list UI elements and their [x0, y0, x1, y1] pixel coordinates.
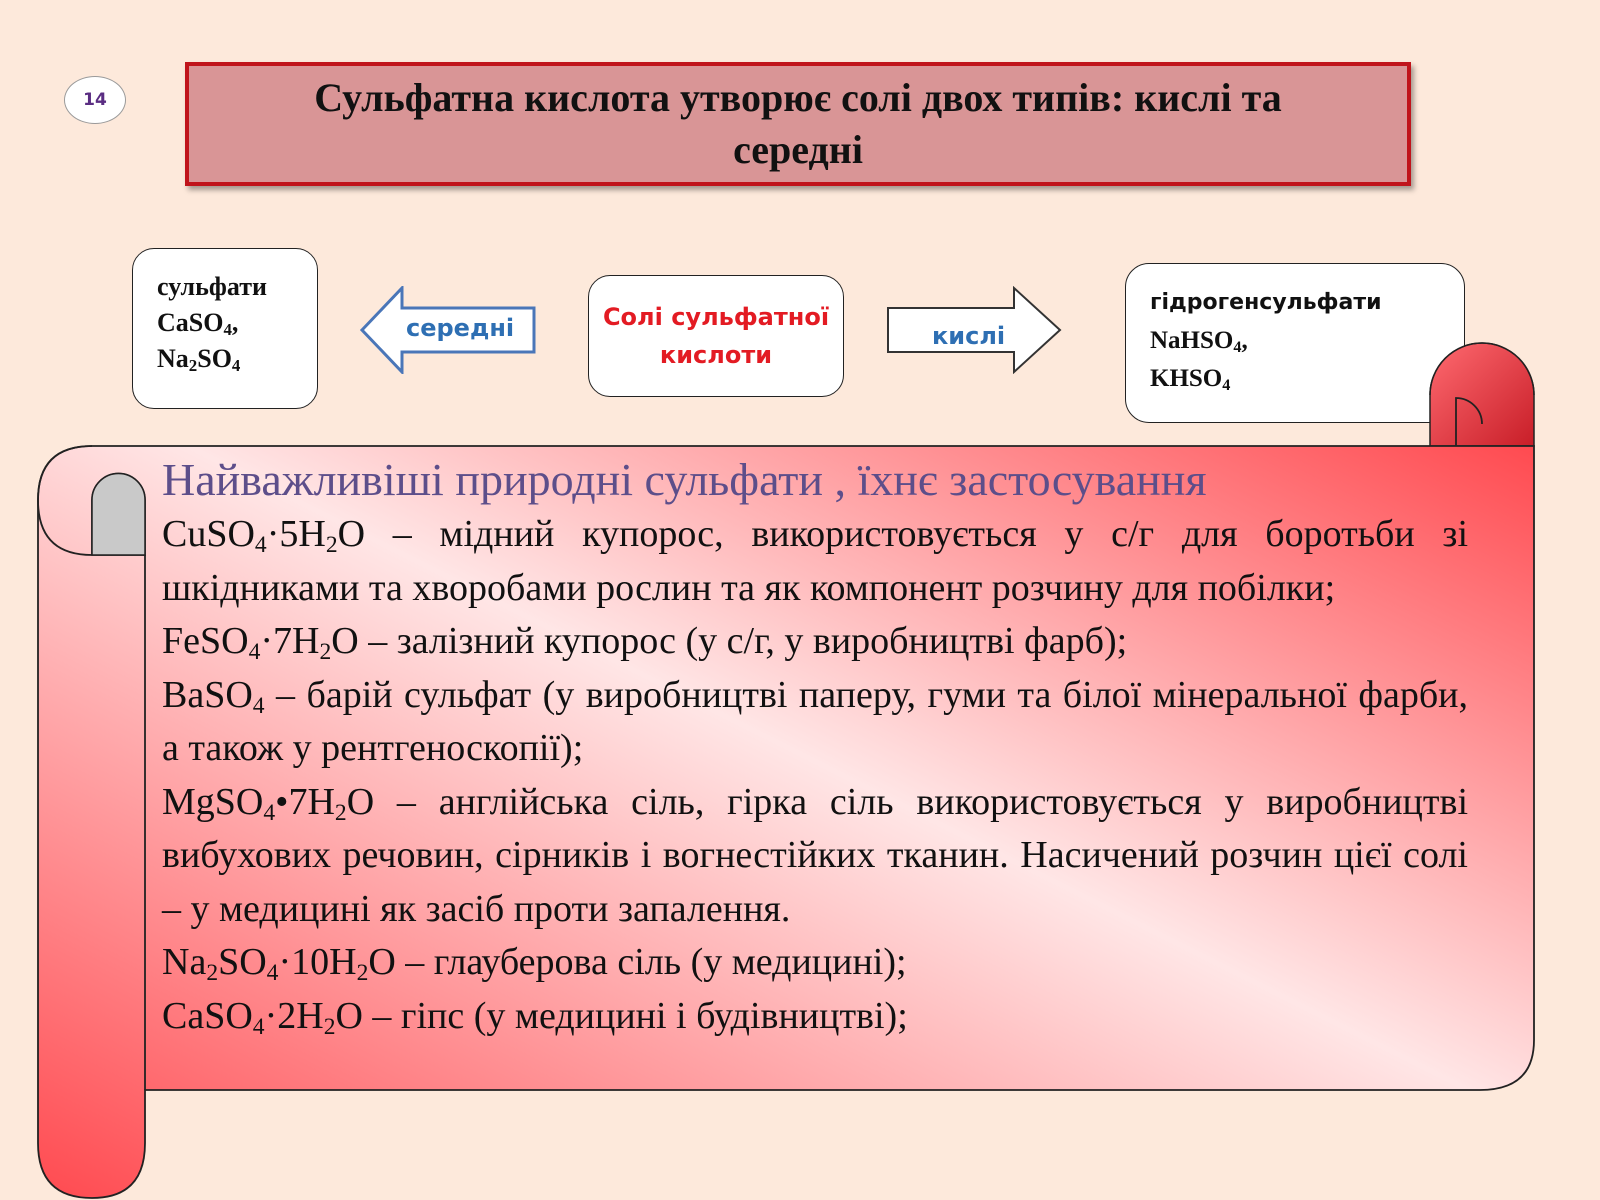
- salts-box: Солі сульфатної кислоти: [588, 275, 844, 397]
- item-copper-sulfate: CuSO4·5H2O – мідний купорос, використову…: [162, 513, 1468, 609]
- left-curl: [91, 472, 146, 556]
- hydrogensulfate-formula-2: KHSO4: [1150, 365, 1231, 395]
- slide-number: 14: [64, 76, 126, 124]
- salts-label-line1: Солі сульфатної: [602, 303, 830, 331]
- item-magnesium-sulfate: MgSO4•7H2O – англійська сіль, гірка сіль…: [162, 780, 1468, 930]
- right-arrow-shape: [887, 286, 1062, 374]
- hydrogensulfate-formula-1: NaHSO4,: [1150, 327, 1248, 357]
- sulfate-formula-1: CaSO4,: [157, 308, 239, 340]
- item-barium-sulfate: BaSO4 – барій сульфат (у виробництві пап…: [162, 673, 1468, 770]
- left-arrow-label: середні: [406, 314, 515, 342]
- item-glauber-salt: Na2SO4·10H2O – глауберова сіль (у медици…: [162, 941, 907, 986]
- sulfates-label: сульфати: [157, 272, 267, 301]
- slide-title: Сульфатна кислота утворює солі двох типі…: [185, 62, 1411, 186]
- hydrogensulfates-label: гідрогенсульфати: [1150, 290, 1382, 315]
- salts-label-line2: кислоти: [659, 341, 773, 369]
- item-gypsum: CaSO4·2H2O – гіпс (у медицині і будівниц…: [162, 994, 908, 1040]
- right-arrow-label: кислі: [932, 322, 1006, 350]
- left-arrow-shape: [360, 286, 536, 374]
- hydrogensulfates-box: гідрогенсульфати NaHSO4, KHSO4: [1125, 263, 1465, 423]
- sulfates-box: сульфати CaSO4, Na2SO4: [132, 248, 318, 409]
- item-iron-sulfate: FeSO4·7H2O – залізний купорос (у с/г, у …: [162, 620, 1128, 665]
- sulfate-formula-2: Na2SO4: [157, 344, 241, 376]
- scroll-content: Найважливіші природні сульфати , їхнє за…: [162, 452, 1468, 1043]
- scroll-heading: Найважливіші природні сульфати , їхнє за…: [162, 454, 1207, 505]
